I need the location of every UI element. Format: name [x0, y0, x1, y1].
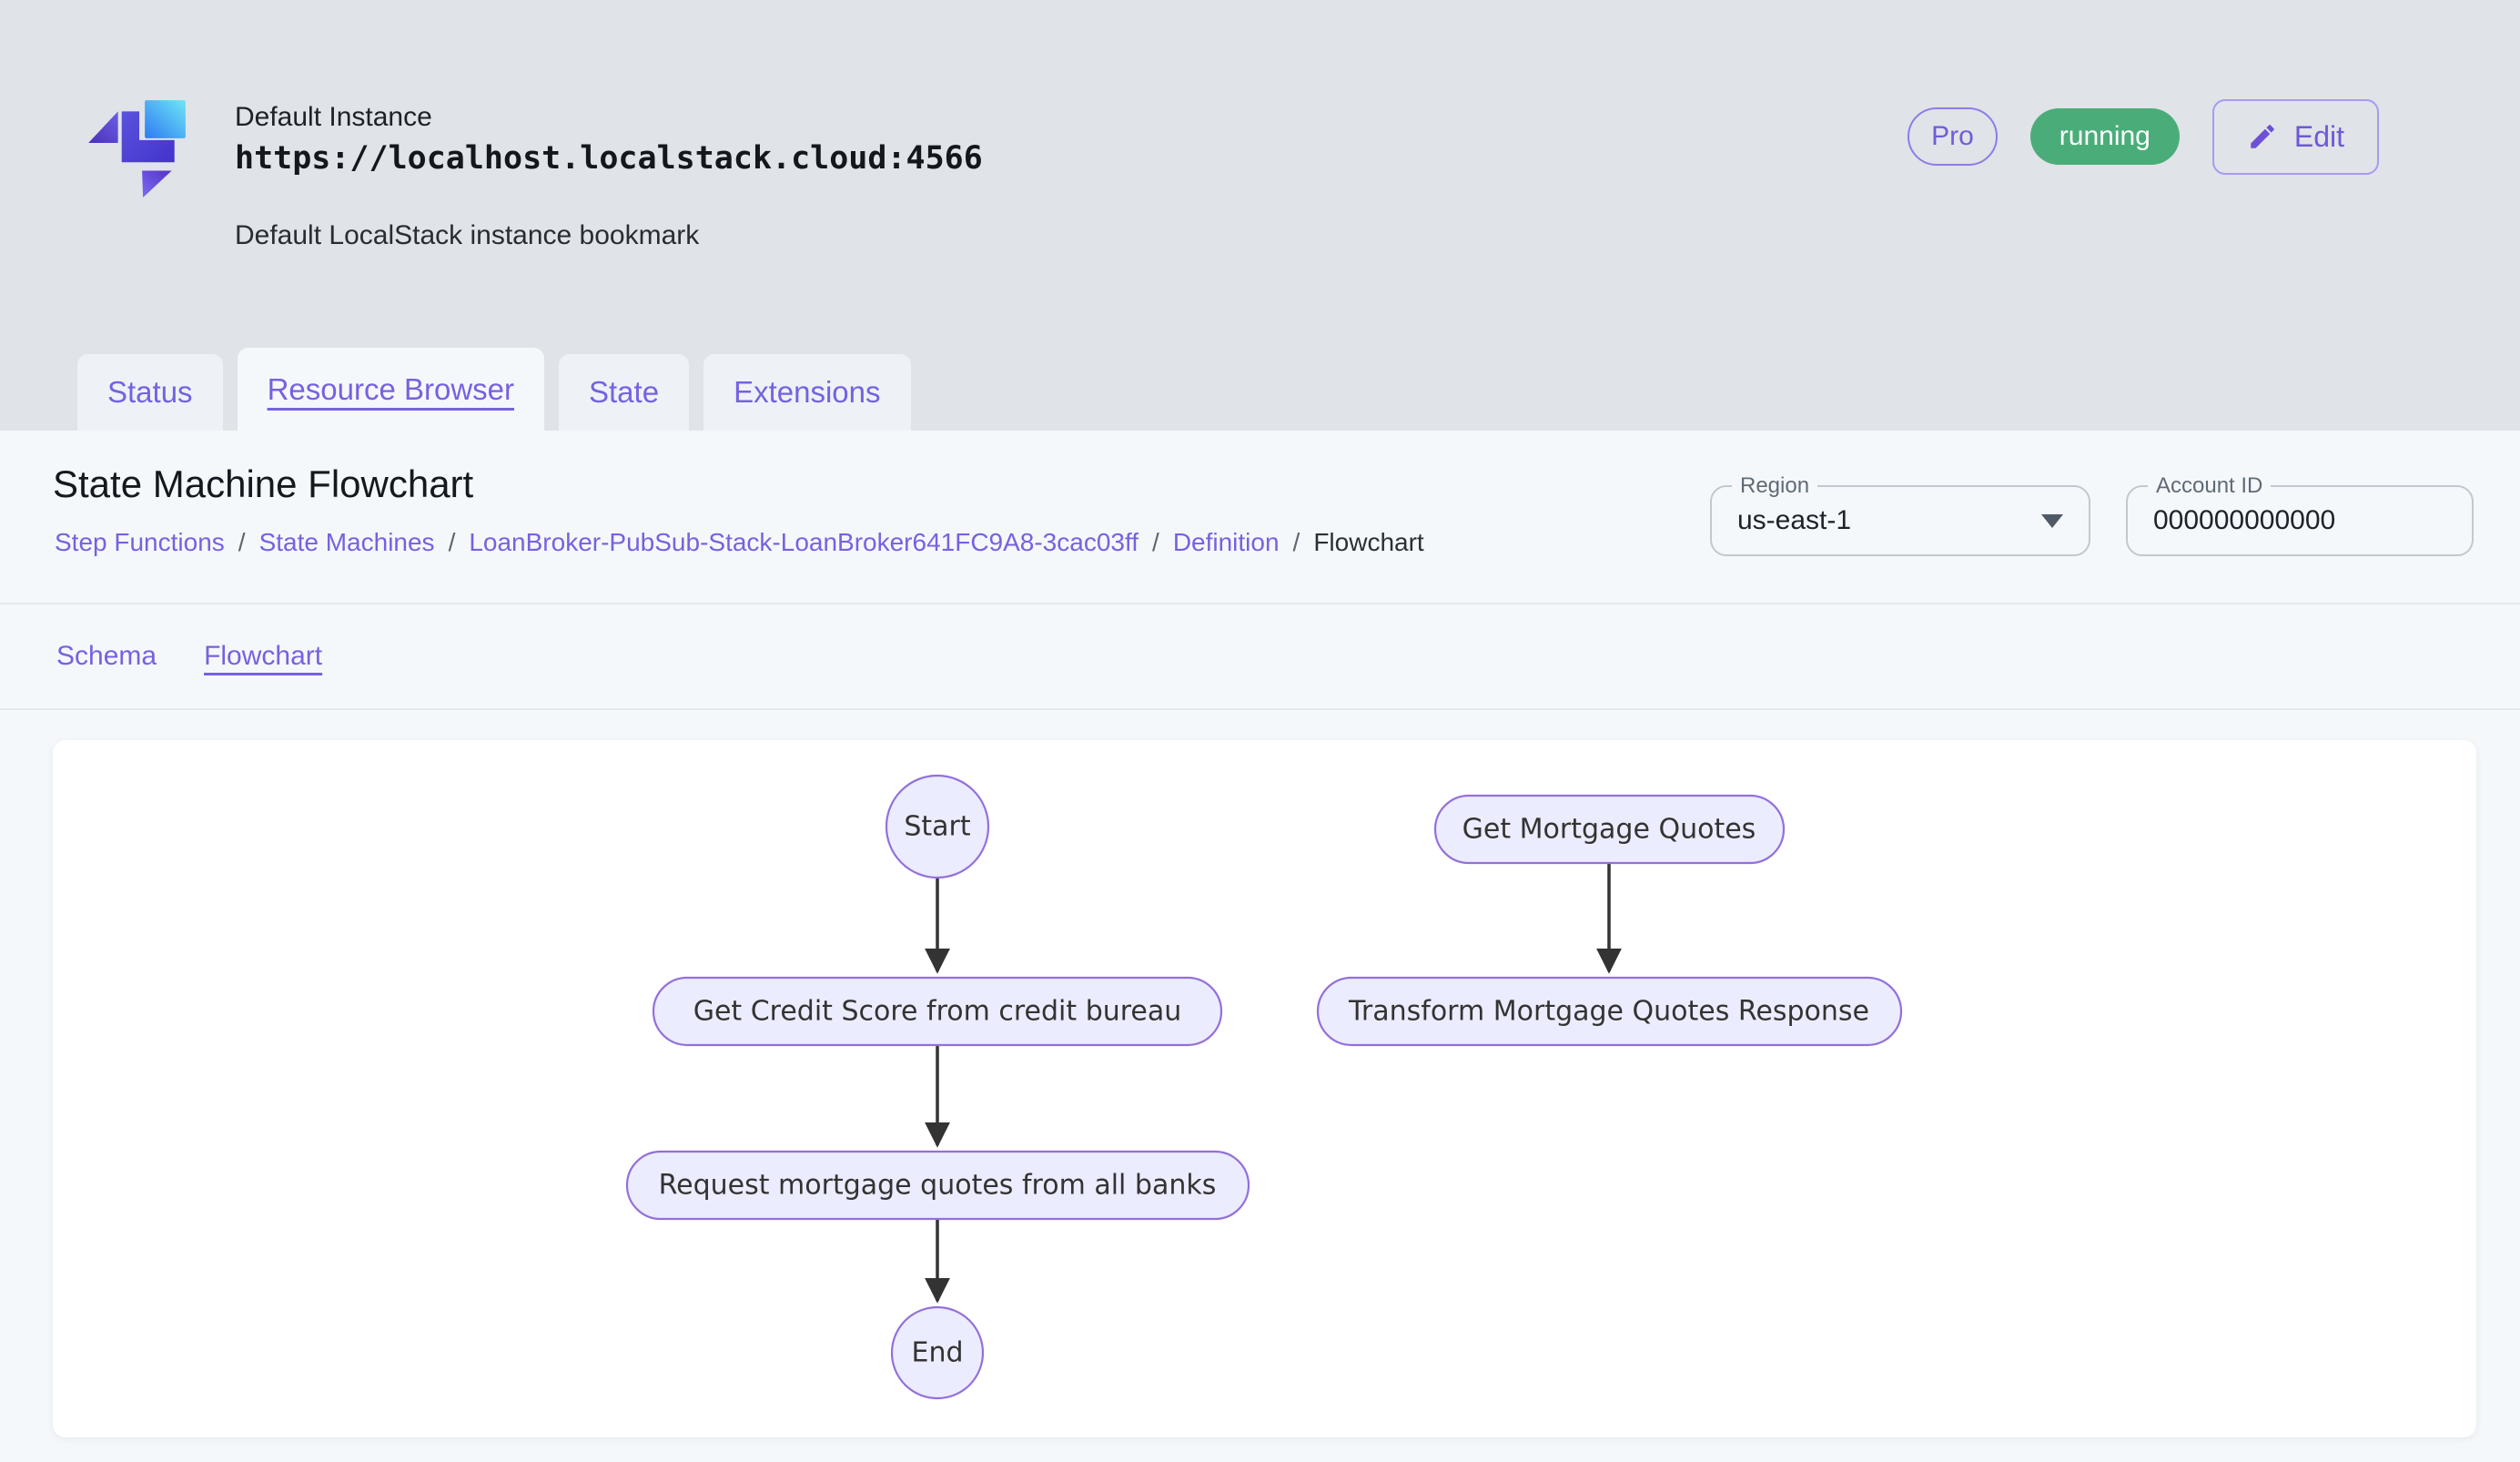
flow-node-get-mortgage-quotes: Get Mortgage Quotes	[1433, 794, 1786, 865]
instance-url: https://localhost.localstack.cloud:4566	[235, 140, 983, 177]
tab-resource-browser[interactable]: Resource Browser	[237, 348, 544, 431]
page-title: State Machine Flowchart	[53, 462, 474, 505]
flow-node-request-quotes: Request mortgage quotes from all banks	[625, 1150, 1250, 1221]
breadcrumb-separator: /	[1152, 528, 1159, 556]
region-select-label: Region	[1732, 472, 1818, 500]
breadcrumb-step-functions[interactable]: Step Functions	[55, 528, 225, 556]
flow-edges	[925, 863, 1622, 1304]
breadcrumb: Step Functions / State Machines / LoanBr…	[55, 528, 1424, 557]
tab-state[interactable]: State	[559, 354, 690, 431]
chevron-down-icon	[2041, 513, 2063, 528]
svg-text:Get Credit Score from credit b: Get Credit Score from credit bureau	[693, 996, 1182, 1028]
breadcrumb-separator: /	[1292, 528, 1300, 556]
flow-node-end: End	[890, 1305, 985, 1400]
instance-name: Default Instance	[235, 102, 432, 132]
flow-node-get-credit-score: Get Credit Score from credit bureau	[652, 976, 1223, 1047]
breadcrumb-state-machines[interactable]: State Machines	[258, 528, 435, 556]
account-id-label: Account ID	[2148, 472, 2272, 500]
breadcrumb-separator: /	[448, 528, 456, 556]
svg-text:Start: Start	[904, 811, 971, 843]
account-id-field[interactable]: Account ID 000000000000	[2126, 472, 2474, 556]
tab-extensions[interactable]: Extensions	[703, 354, 911, 431]
svg-text:Request mortgage quotes from a: Request mortgage quotes from all banks	[659, 1170, 1217, 1202]
subtab-flowchart[interactable]: Flowchart	[204, 640, 323, 671]
pro-badge: Pro	[1908, 107, 1998, 166]
flowchart-card: Start Get Credit Score from credit burea…	[53, 740, 2476, 1437]
divider	[0, 603, 2520, 604]
flow-node-start: Start	[885, 774, 990, 879]
svg-text:End: End	[911, 1337, 963, 1369]
edit-button[interactable]: Edit	[2211, 98, 2379, 175]
account-id-value: 000000000000	[2153, 505, 2336, 535]
definition-subtabs: Schema Flowchart	[56, 604, 322, 708]
svg-text:Get Mortgage Quotes: Get Mortgage Quotes	[1462, 814, 1756, 846]
instance-meta: Default Instance https://localhost.local…	[235, 102, 983, 251]
tab-status[interactable]: Status	[77, 354, 223, 431]
header-actions: Pro running Edit	[1908, 98, 2379, 175]
status-badge: running	[2029, 108, 2180, 165]
flow-node-transform-response: Transform Mortgage Quotes Response	[1316, 976, 1903, 1047]
subtab-schema[interactable]: Schema	[56, 640, 157, 671]
breadcrumb-flowchart: Flowchart	[1313, 528, 1424, 556]
edit-button-label: Edit	[2293, 119, 2344, 153]
state-machine-flowchart: Start Get Credit Score from credit burea…	[625, 774, 1903, 1400]
region-select-value: us-east-1	[1737, 505, 1852, 535]
instance-description: Default LocalStack instance bookmark	[235, 220, 700, 250]
pencil-icon	[2247, 121, 2278, 152]
svg-text:Transform Mortgage Quotes Resp: Transform Mortgage Quotes Response	[1348, 996, 1869, 1028]
localstack-logo	[86, 91, 187, 205]
divider	[0, 708, 2520, 710]
breadcrumb-state-machine-name[interactable]: LoanBroker-PubSub-Stack-LoanBroker641FC9…	[469, 528, 1139, 556]
main-tabbar: Status Resource Browser State Extensions	[77, 348, 911, 431]
breadcrumb-definition[interactable]: Definition	[1172, 528, 1280, 556]
region-select[interactable]: Region us-east-1	[1710, 472, 2090, 556]
breadcrumb-separator: /	[238, 528, 246, 556]
